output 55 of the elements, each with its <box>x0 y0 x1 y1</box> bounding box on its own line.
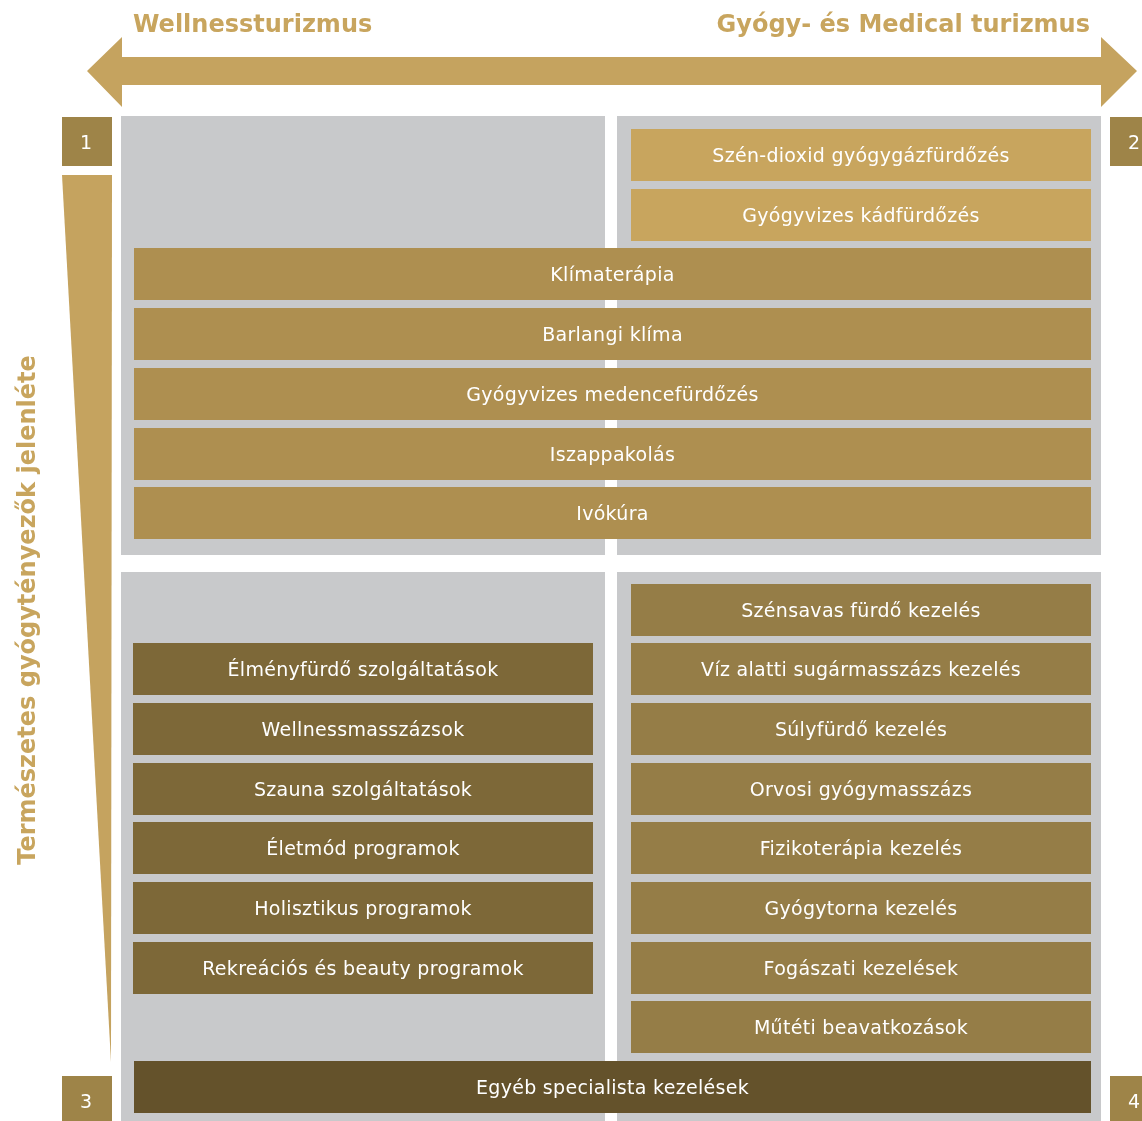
treatment-bar <box>631 942 1091 994</box>
treatment-bar <box>134 487 1091 539</box>
bar-label: Fogászati kezelések <box>763 957 959 979</box>
bar-label: Rekreációs és beauty programok <box>202 957 524 979</box>
treatment-bar <box>631 584 1091 636</box>
bar-label: Súlyfürdő kezelés <box>774 718 948 740</box>
bar-label: Orvosi gyógymasszázs <box>749 778 973 800</box>
number-box <box>1110 1076 1142 1121</box>
bar-label: Ivókúra <box>576 502 649 524</box>
treatment-bar <box>631 763 1091 815</box>
service-bar <box>133 703 593 755</box>
treatment-bar <box>631 1001 1091 1053</box>
treatment-bar <box>631 129 1091 181</box>
quadrant-number: 1 <box>80 130 93 153</box>
bar-label: Egyéb specialista kezelések <box>475 1076 749 1098</box>
number-box <box>1110 117 1142 166</box>
number-box <box>62 1076 112 1121</box>
treatment-bar <box>134 368 1091 420</box>
quadrant-number: 4 <box>1128 1090 1141 1112</box>
bar-label: Víz alatti sugármasszázs kezelés <box>701 658 1021 680</box>
bar-label: Műtéti beavatkozások <box>753 1016 969 1038</box>
bar-label: Fizikoterápia kezelés <box>759 837 963 859</box>
quadrant-number: 2 <box>1128 130 1141 153</box>
bar-label: Szén-dioxid gyógygázfürdőzés <box>712 144 1010 166</box>
bar-label: Wellnessmasszázsok <box>261 718 465 740</box>
treatment-bar <box>631 822 1091 874</box>
treatment-bar <box>134 308 1091 360</box>
number-box <box>62 117 112 166</box>
bar-label: Élményfürdő szolgáltatások <box>227 658 499 680</box>
bar-label: Szénsavas fürdő kezelés <box>741 599 981 621</box>
treatment-bar <box>631 189 1091 241</box>
service-bar <box>133 942 593 994</box>
bar-label: Klímaterápia <box>550 263 675 285</box>
bar-label: Gyógyvizes medencefürdőzés <box>466 383 759 405</box>
service-bar <box>133 763 593 815</box>
bar-label: Gyógytorna kezelés <box>764 897 958 919</box>
bar-label: Iszappakolás <box>549 443 676 465</box>
bar-label: Holisztikus programok <box>254 897 472 919</box>
axis-label: Természetes gyógytényezők jelenléte <box>13 355 41 865</box>
service-bar <box>133 643 593 695</box>
treatment-bar <box>631 882 1091 934</box>
treatment-bar <box>134 428 1091 480</box>
bar-label: Gyógyvizes kádfürdőzés <box>742 204 980 226</box>
service-bar <box>133 882 593 934</box>
axis-label: Gyógy- és Medical turizmus <box>716 10 1090 38</box>
treatment-bar <box>631 643 1091 695</box>
bar-label: Barlangi klíma <box>542 323 683 345</box>
bar-label: Szauna szolgáltatások <box>253 778 473 800</box>
service-bar <box>133 822 593 874</box>
treatment-bar <box>134 1061 1091 1113</box>
treatment-bar <box>134 248 1091 300</box>
quadrant-number: 3 <box>80 1090 93 1112</box>
treatment-bar <box>631 703 1091 755</box>
bar-label: Életmód programok <box>266 837 460 859</box>
axis-label: Wellnessturizmus <box>133 10 373 38</box>
